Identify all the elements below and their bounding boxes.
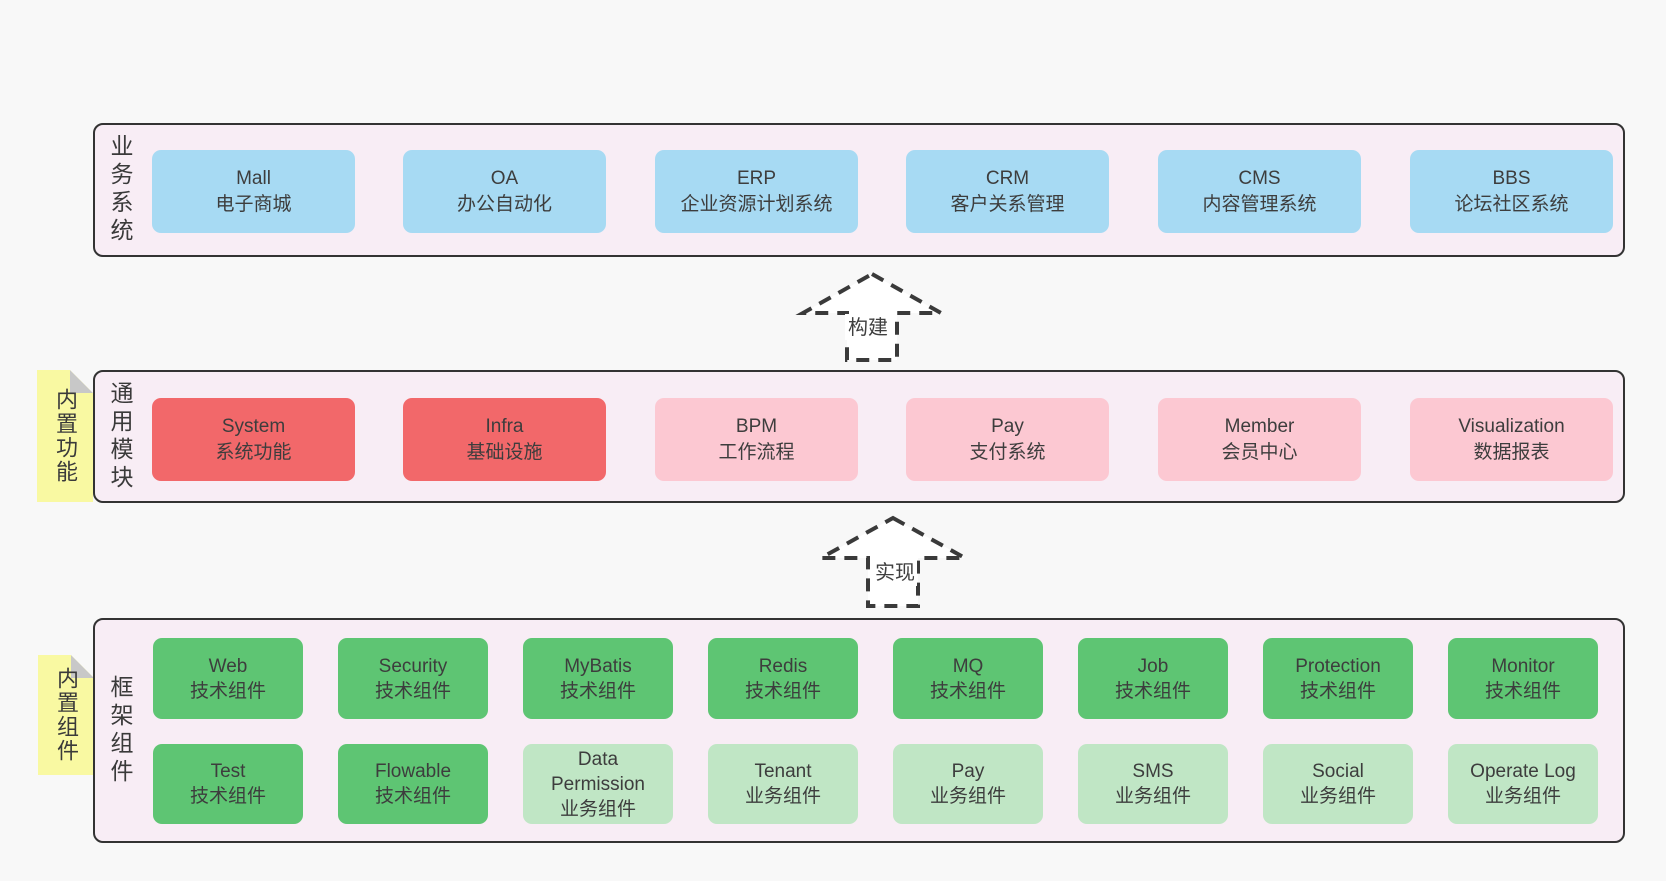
box-name: SMS [1132, 761, 1174, 782]
box-cms: CMS 内容管理系统 [1158, 150, 1361, 233]
box-name: Tenant [754, 761, 812, 782]
box-desc: 支付系统 [969, 441, 1046, 463]
box-name: Flowable [374, 761, 452, 782]
box-visualization: Visualization 数据报表 [1410, 398, 1613, 481]
box-name: Operate Log [1470, 761, 1576, 782]
box-desc: 技术组件 [1484, 680, 1561, 702]
implement-arrow-icon: 实现 [813, 515, 973, 608]
box-flowable: Flowable 技术组件 [338, 744, 488, 824]
box-desc: 论坛社区系统 [1454, 193, 1569, 215]
box-web: Web 技术组件 [153, 638, 303, 719]
box-desc: 数据报表 [1473, 441, 1550, 463]
box-social: Social 业务组件 [1263, 744, 1413, 824]
box-name: MyBatis [564, 655, 632, 677]
box-name: Job [1137, 655, 1169, 677]
box-name: Protection [1295, 655, 1381, 677]
box-infra: Infra 基础设施 [403, 398, 606, 481]
box-name: BBS [1492, 167, 1531, 189]
sticky-note-builtin-components: 内置组件 [38, 655, 94, 775]
box-desc: 企业资源计划系统 [680, 193, 833, 215]
layer-title: 框架组件 [107, 674, 133, 787]
box-system: System 系统功能 [152, 398, 355, 481]
box-desc: 会员中心 [1221, 441, 1298, 463]
box-sms: SMS 业务组件 [1078, 744, 1228, 824]
box-mall: Mall 电子商城 [152, 150, 355, 233]
box-name: Test [210, 761, 246, 782]
box-desc: 技术组件 [374, 786, 451, 807]
box-desc: 办公自动化 [456, 193, 552, 215]
box-name: BPM [735, 415, 778, 437]
box-crm: CRM 客户关系管理 [906, 150, 1109, 233]
box-desc: 业务组件 [929, 786, 1006, 807]
box-desc: 技术组件 [1114, 680, 1191, 702]
box-name: CMS [1238, 167, 1281, 189]
box-redis: Redis 技术组件 [708, 638, 858, 719]
box-desc: 内容管理系统 [1202, 193, 1317, 215]
box-member: Member 会员中心 [1158, 398, 1361, 481]
box-name: Social [1312, 761, 1364, 782]
note-label: 内置功能 [53, 388, 78, 484]
build-arrow-label: 构建 [848, 316, 888, 339]
box-name: Security [378, 655, 448, 677]
box-desc: 技术组件 [374, 680, 451, 702]
box-desc: 技术组件 [189, 786, 266, 807]
box-desc: 业务组件 [744, 786, 821, 807]
box-oa: OA 办公自动化 [403, 150, 606, 233]
box-name: CRM [985, 167, 1030, 189]
box-mybatis: MyBatis 技术组件 [523, 638, 673, 719]
note-label: 内置组件 [54, 667, 79, 763]
box-pay-component: Pay 业务组件 [893, 744, 1043, 824]
box-erp: ERP 企业资源计划系统 [655, 150, 858, 233]
box-desc: 技术组件 [929, 680, 1006, 702]
box-name: System [221, 415, 286, 437]
layer-title: 业务系统 [107, 134, 133, 246]
box-operate-log: Operate Log 业务组件 [1448, 744, 1598, 824]
box-pay-system: Pay 支付系统 [906, 398, 1109, 481]
box-desc: 业务组件 [1484, 786, 1561, 807]
box-desc: 工作流程 [718, 441, 795, 463]
box-name: MQ [952, 655, 984, 677]
box-job: Job 技术组件 [1078, 638, 1228, 719]
box-desc: 技术组件 [559, 680, 636, 702]
box-mq: MQ 技术组件 [893, 638, 1043, 719]
box-bpm: BPM 工作流程 [655, 398, 858, 481]
box-desc: 基础设施 [466, 441, 543, 463]
box-name: Infra [485, 415, 524, 437]
box-desc: 技术组件 [1299, 680, 1376, 702]
box-name: Web [208, 655, 248, 677]
implement-arrow-label: 实现 [875, 561, 915, 584]
box-tenant: Tenant 业务组件 [708, 744, 858, 824]
layer-title: 通用模块 [107, 380, 133, 493]
box-name: Data Permission [551, 748, 645, 795]
box-desc: 客户关系管理 [950, 193, 1065, 215]
box-test: Test 技术组件 [153, 744, 303, 824]
box-name: Redis [758, 655, 808, 677]
box-desc: 技术组件 [744, 680, 821, 702]
box-name: Mall [236, 167, 271, 189]
box-desc: 技术组件 [189, 680, 266, 702]
box-security: Security 技术组件 [338, 638, 488, 719]
box-name: OA [490, 167, 519, 189]
box-monitor: Monitor 技术组件 [1448, 638, 1598, 719]
box-data-permission: Data Permission 业务组件 [523, 744, 673, 824]
box-name: Pay [991, 415, 1024, 437]
box-desc: 系统功能 [215, 441, 292, 463]
box-desc: 业务组件 [1114, 786, 1191, 807]
box-desc: 业务组件 [1299, 786, 1376, 807]
box-name: Pay [951, 761, 985, 782]
box-bbs: BBS 论坛社区系统 [1410, 150, 1613, 233]
build-arrow-icon: 构建 [795, 271, 949, 362]
box-desc: 电子商城 [215, 193, 292, 215]
box-name: ERP [736, 167, 777, 189]
box-name: Monitor [1491, 655, 1555, 677]
box-protection: Protection 技术组件 [1263, 638, 1413, 719]
sticky-note-builtin-functions: 内置功能 [37, 370, 93, 502]
box-name: Visualization [1458, 415, 1565, 437]
box-name: Member [1224, 415, 1295, 437]
box-desc: 业务组件 [559, 798, 636, 820]
